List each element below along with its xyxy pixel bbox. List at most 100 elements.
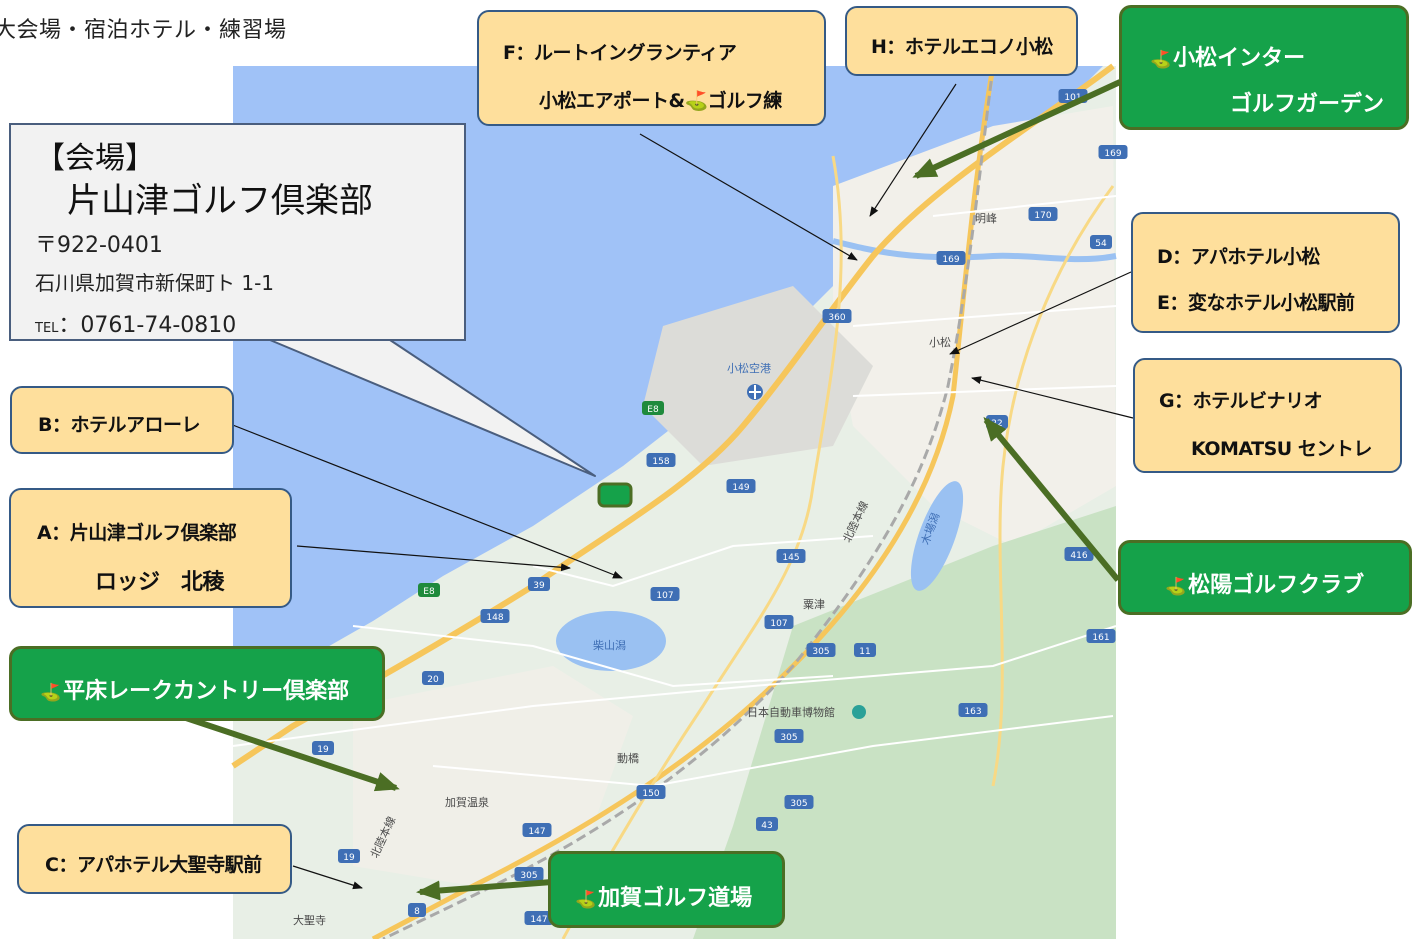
route-marker-shield (408, 903, 426, 917)
route-marker-label: 8 (414, 907, 420, 917)
lake-shibayamagata (556, 611, 666, 671)
route-marker-label: E8 (647, 405, 659, 415)
route-marker-shield (1064, 547, 1094, 561)
golf-komatsu-inter-line-2: ゴルフガーデン (1230, 92, 1385, 117)
hotel-label-h[interactable]: H：ホテルエコノ小松 (845, 6, 1078, 76)
hotel-label-b[interactable]: B：ホテルアローレ (10, 386, 234, 454)
leader-b (219, 419, 623, 579)
hotel-label-f[interactable]: F：ルートイングランティア 小松エアポート&⛳ゴルフ練 (477, 10, 826, 126)
lake-kibagata (910, 481, 964, 591)
place-doubashi: 動橋 (617, 751, 639, 765)
place-meiho: 明峰 (975, 212, 997, 225)
railway-hokuriku (382, 65, 995, 939)
hotel-a-line-2: ロッジ 北稜 (95, 570, 225, 595)
route-marker-shield (338, 849, 360, 863)
hotel-label-de[interactable]: D：アパホテル小松 E：変なホテル小松駅前 (1131, 212, 1400, 333)
route-marker-shield (806, 643, 836, 657)
route-marker-shield (854, 643, 876, 657)
hotel-label-g[interactable]: G：ホテルビナリオ KOMATSU セントレ (1133, 358, 1402, 473)
route-marker-label: 149 (732, 483, 749, 493)
route-marker-label: 43 (761, 821, 772, 831)
place-airport: 小松空港 (727, 361, 771, 375)
golf-flag-icon: ⛳ (1165, 577, 1187, 597)
route-marker-label: 305 (780, 733, 797, 743)
route-markers: 10116917054169360E815814939E814510710714… (312, 89, 1128, 925)
hotel-g-line-1: G：ホテルビナリオ (1159, 390, 1323, 412)
venue-info-box: 【会場】 片山津ゴルフ倶楽部 〒922-0401 石川県加賀市新保町ト 1-1 … (9, 123, 466, 341)
route-marker-label: 170 (1034, 211, 1051, 221)
venue-callout-pointer (269, 339, 596, 477)
map-place-labels: 小松空港 小松 明峰 柴山潟 木場潟 粟津 日本自動車博物館 動橋 加賀温泉 大… (293, 212, 997, 927)
hotel-f-line-1: F：ルートイングランティア (503, 42, 737, 64)
route-marker-label: 20 (427, 675, 439, 685)
place-museum: 日本自動車博物館 (747, 705, 835, 719)
route-marker-shield (528, 577, 550, 591)
route-marker-label: 150 (642, 789, 659, 799)
route-marker-label: 416 (1070, 551, 1087, 561)
hotel-a-line-1: A：片山津ゴルフ倶楽部 (37, 522, 237, 544)
route-marker-shield (776, 549, 806, 563)
arrow-shoyo (983, 416, 1121, 582)
highway-8 (371, 65, 996, 939)
route-marker-label: 147 (528, 827, 545, 837)
route-marker-label: 161 (1092, 633, 1109, 643)
leader-a (296, 545, 571, 572)
route-marker-shield (522, 823, 552, 837)
route-marker-shield (958, 703, 988, 717)
route-marker-shield (1028, 207, 1058, 221)
route-marker-shield (774, 729, 804, 743)
route-marker-label: 107 (656, 591, 673, 601)
venue-address: 石川県加賀市新保町ト 1-1 (35, 271, 275, 295)
golf-flag-icon: ⛳ (575, 890, 597, 910)
hotel-label-a[interactable]: A：片山津ゴルフ倶楽部 ロッジ 北稜 (9, 488, 292, 608)
route-marker-label: 145 (782, 553, 799, 563)
route-marker-shield (822, 309, 852, 323)
route-marker-shield (418, 583, 440, 597)
golf-label-shoyo[interactable]: ⛳松陽ゴルフクラブ (1118, 540, 1412, 615)
route-marker-label: 101 (1064, 93, 1081, 103)
route-marker-shield (650, 587, 680, 601)
golf-label-kaga[interactable]: ⛳加賀ゴルフ道場 (548, 851, 785, 928)
hotel-f-line-2: 小松エアポート&⛳ゴルフ練 (539, 90, 782, 112)
road-secondary-2 (991, 185, 1115, 787)
hotel-label-c[interactable]: C：アパホテル大聖寺駅前 (17, 824, 292, 894)
route-marker-shield (764, 615, 794, 629)
route-marker-shield (646, 453, 676, 467)
venue-postal: 〒922-0401 (35, 233, 163, 258)
route-marker-shield (1098, 145, 1128, 159)
hotel-de-line-2: E：変なホテル小松駅前 (1157, 292, 1355, 314)
venue-tel: TEL：0761-74-0810 (35, 307, 236, 339)
golf-label-hiradoko[interactable]: ⛳平床レークカントリー倶楽部 (9, 646, 385, 721)
route-marker-shield (636, 785, 666, 799)
route-marker-shield (784, 795, 814, 809)
place-awazu: 粟津 (803, 598, 825, 611)
route-marker-label: 169 (1104, 149, 1121, 159)
route-marker-shield (936, 251, 966, 265)
route-marker-shield (642, 401, 664, 415)
golf-kaga-line: ⛳加賀ゴルフ道場 (575, 886, 753, 911)
leader-c (292, 865, 363, 890)
hotel-de-line-1: D：アパホテル小松 (1157, 246, 1320, 268)
route-marker-label: 305 (812, 647, 829, 657)
arrow-komatsu-inter (912, 79, 1122, 179)
museum-icon (852, 705, 866, 719)
route-marker-shield (514, 867, 544, 881)
venue-heading: 【会場】 (35, 141, 155, 176)
route-marker-shield (312, 741, 334, 755)
route-marker-label: 158 (652, 457, 669, 467)
route-marker-label: 39 (533, 581, 545, 591)
golf-komatsu-inter-line-1: ⛳小松インター (1150, 46, 1306, 71)
route-marker-label: 19 (317, 745, 329, 755)
venue-marker[interactable] (597, 482, 633, 508)
route-marker-label: E8 (423, 587, 435, 597)
route-marker-label: 148 (486, 613, 503, 623)
golf-label-komatsu-inter[interactable]: ⛳小松インター ゴルフガーデン (1119, 5, 1409, 130)
hill-area (693, 506, 1116, 939)
route-marker-label: 19 (343, 853, 355, 863)
route-marker-label: 11 (859, 647, 870, 657)
leader-f (639, 133, 858, 261)
route-marker-label: 147 (530, 915, 547, 925)
route-marker-label: 305 (520, 871, 537, 881)
route-marker-label: 169 (942, 255, 959, 265)
golf-flag-icon: ⛳ (1150, 50, 1172, 70)
